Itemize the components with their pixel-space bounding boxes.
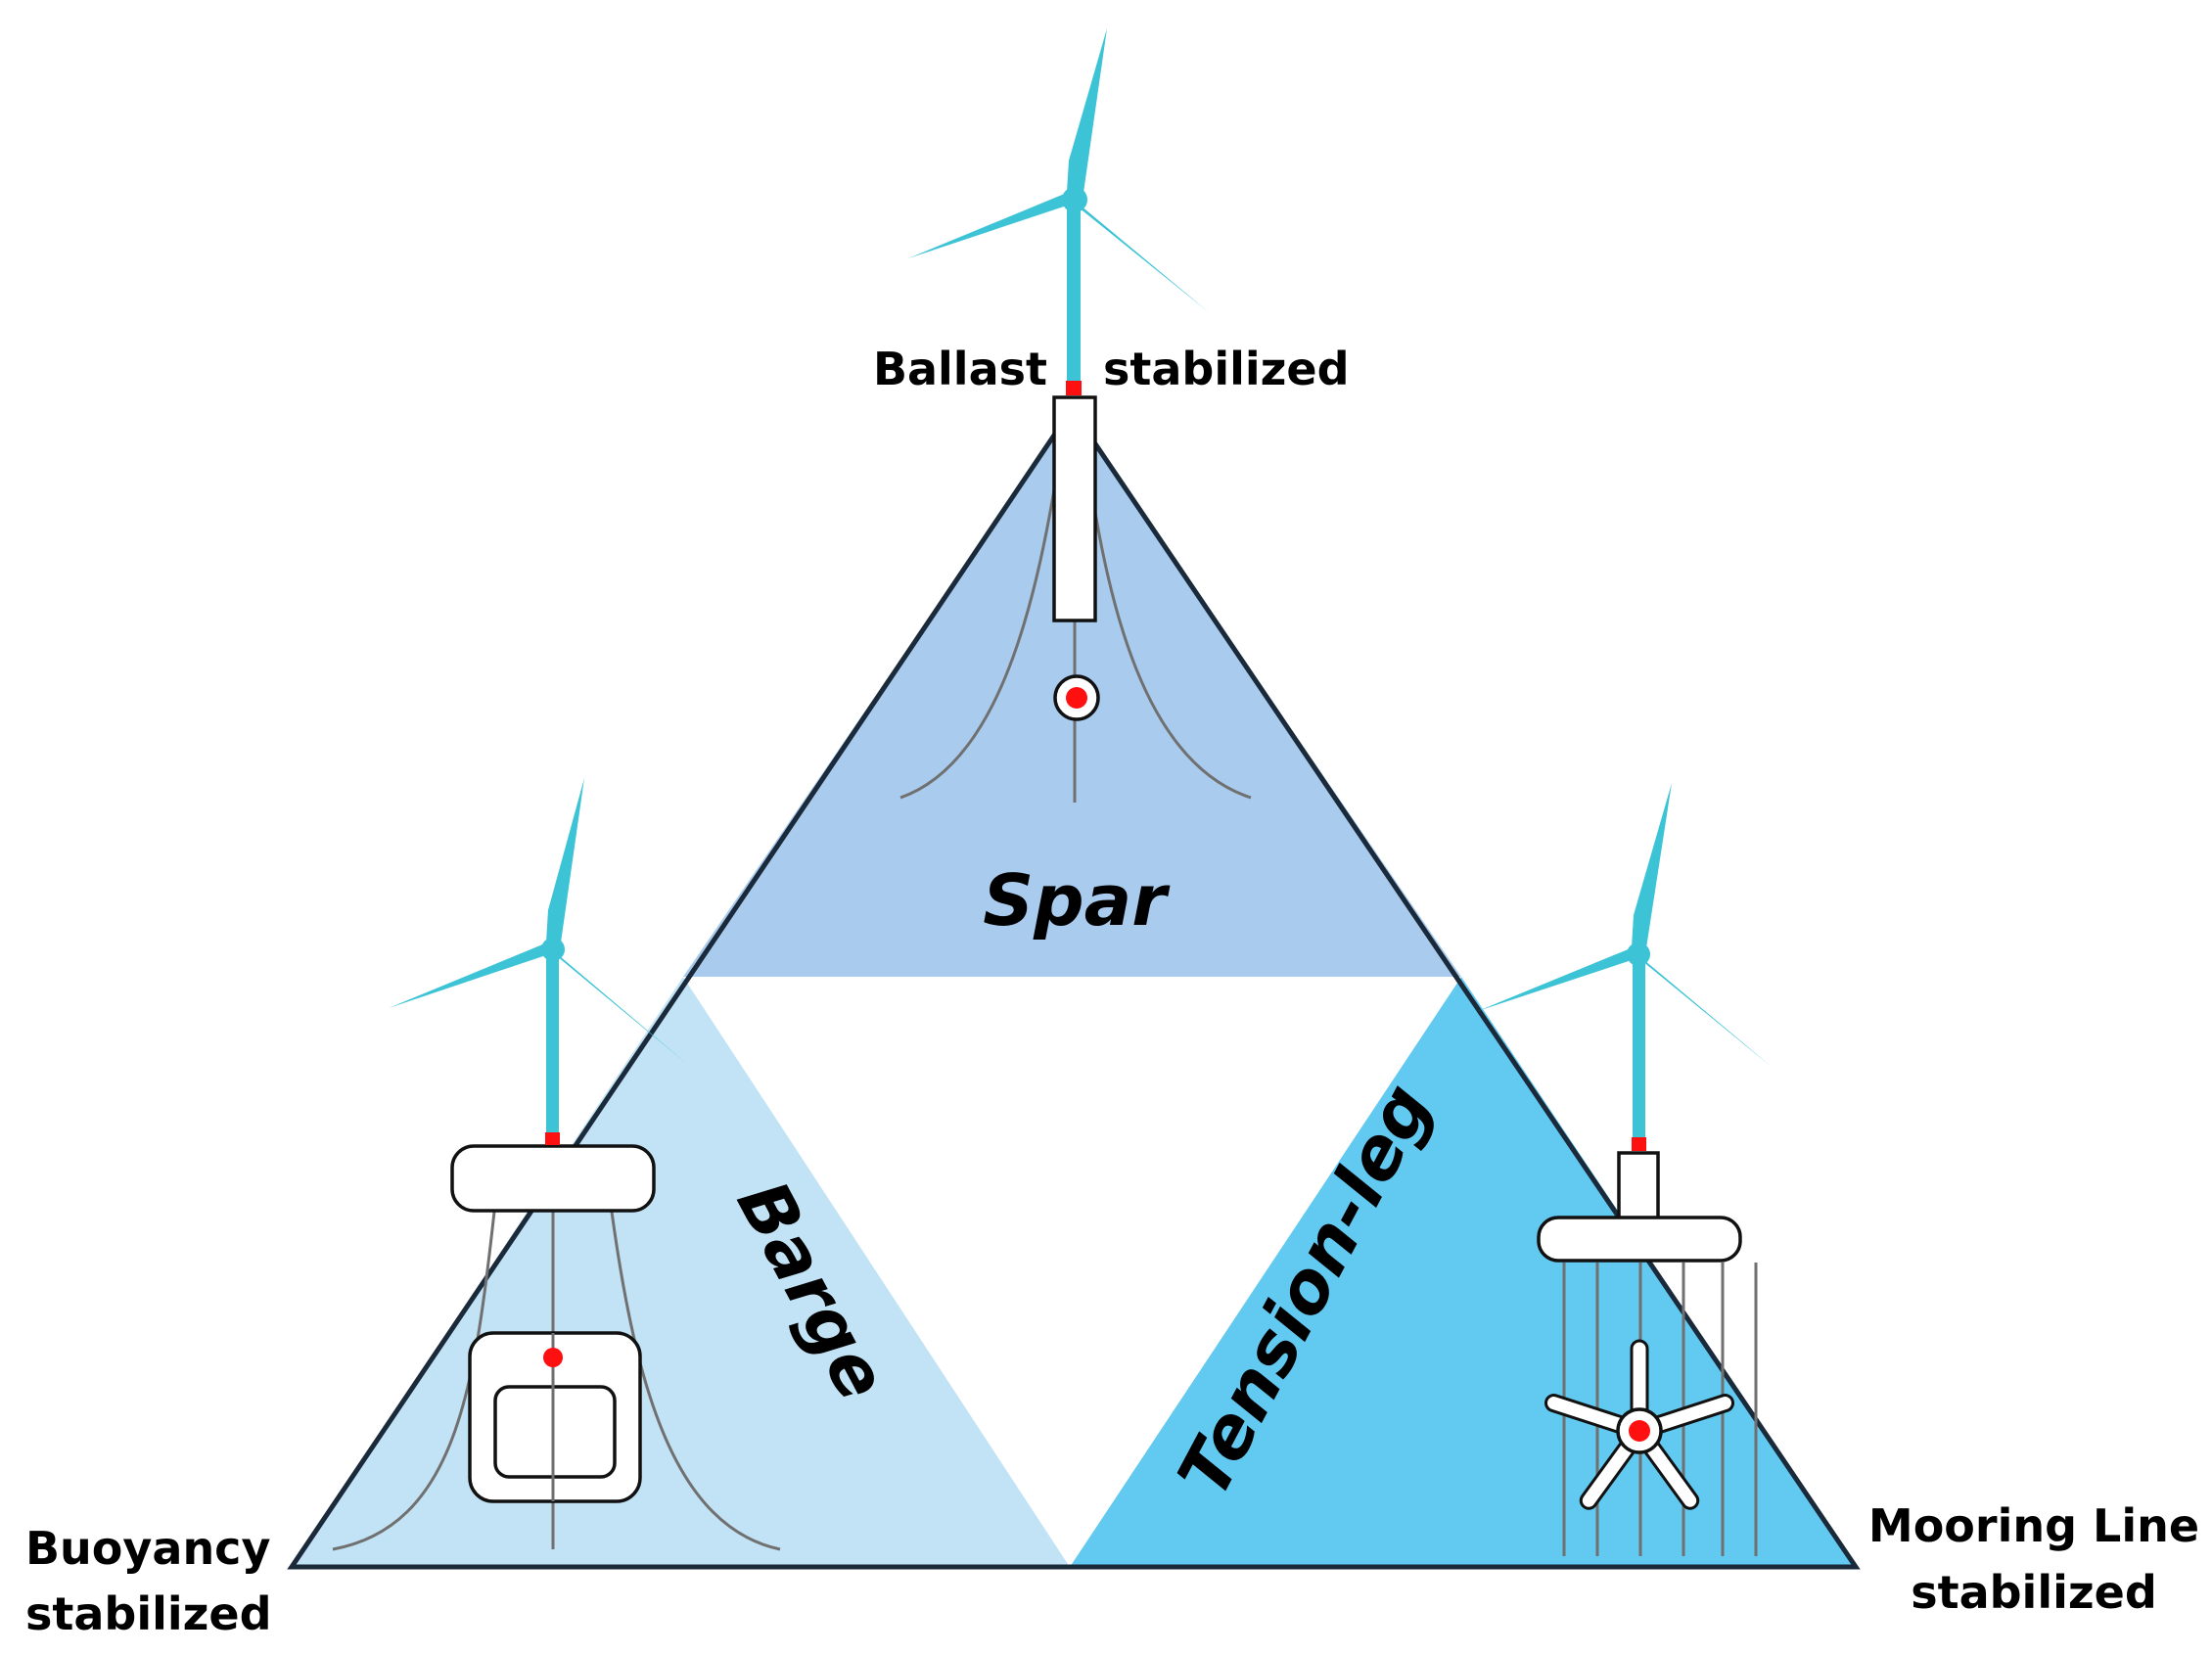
tension-leg-spokes <box>1544 1339 1734 1510</box>
tension-leg-column <box>1617 1151 1660 1221</box>
triangle-outline <box>287 404 1861 1570</box>
spar-blade-left <box>908 188 1079 258</box>
barge-tower-base <box>545 1132 560 1145</box>
barge-pontoon-inner <box>493 1385 617 1479</box>
barge-hub <box>541 938 565 961</box>
stabilized-top-label: stabilized <box>1103 343 1350 395</box>
ballast-label: Ballast <box>873 343 1047 395</box>
barge-mooring-left <box>332 1211 496 1551</box>
center-region <box>683 977 1461 1567</box>
mooring-line-label: Mooring Line <box>1868 1499 2199 1552</box>
barge-deck <box>450 1144 656 1213</box>
barge-rotor <box>389 778 688 1065</box>
barge-turbine <box>332 778 781 1551</box>
spar-blade-up <box>1067 28 1107 200</box>
tension-leg-tower-base <box>1632 1137 1646 1151</box>
spar-cog-dot <box>1066 687 1087 709</box>
buoyancy-label: Buoyancy <box>25 1522 270 1575</box>
barge-blade-left <box>389 939 557 1008</box>
barge-blade-right <box>547 945 688 1065</box>
spar-hub <box>1062 187 1087 212</box>
tension-leg-deck <box>1537 1216 1742 1263</box>
tension-leg-blade-left <box>1478 943 1642 1011</box>
barge-mooring-right <box>610 1211 781 1551</box>
barge-cog-dot <box>543 1348 563 1367</box>
tension-leg-rotor <box>1478 783 1772 1067</box>
barge-blade-up <box>546 778 584 949</box>
tension-leg-turbine <box>1478 783 1772 1556</box>
tension-leg-blade-right <box>1633 950 1772 1067</box>
stabilized-left-label: stabilized <box>25 1587 272 1640</box>
barge-tower <box>546 947 559 1133</box>
spar-rotor <box>908 28 1209 312</box>
tension-leg-tower <box>1633 954 1645 1138</box>
spar-tower <box>1067 198 1081 382</box>
spar-label: Spar <box>983 859 1171 942</box>
spar-mooring-left <box>899 439 1064 800</box>
barge-pontoon-outer <box>468 1331 642 1503</box>
spar-blade-right <box>1069 196 1209 312</box>
tension-leg-blade-up <box>1632 783 1672 954</box>
tension-leg-cog-dot <box>1629 1420 1650 1442</box>
spar-turbine <box>899 28 1252 803</box>
tension-leg-hub <box>1627 942 1650 966</box>
spar-buoy <box>1052 395 1097 622</box>
spar-tower-base <box>1066 381 1082 395</box>
stabilized-right-label: stabilized <box>1911 1566 2157 1619</box>
